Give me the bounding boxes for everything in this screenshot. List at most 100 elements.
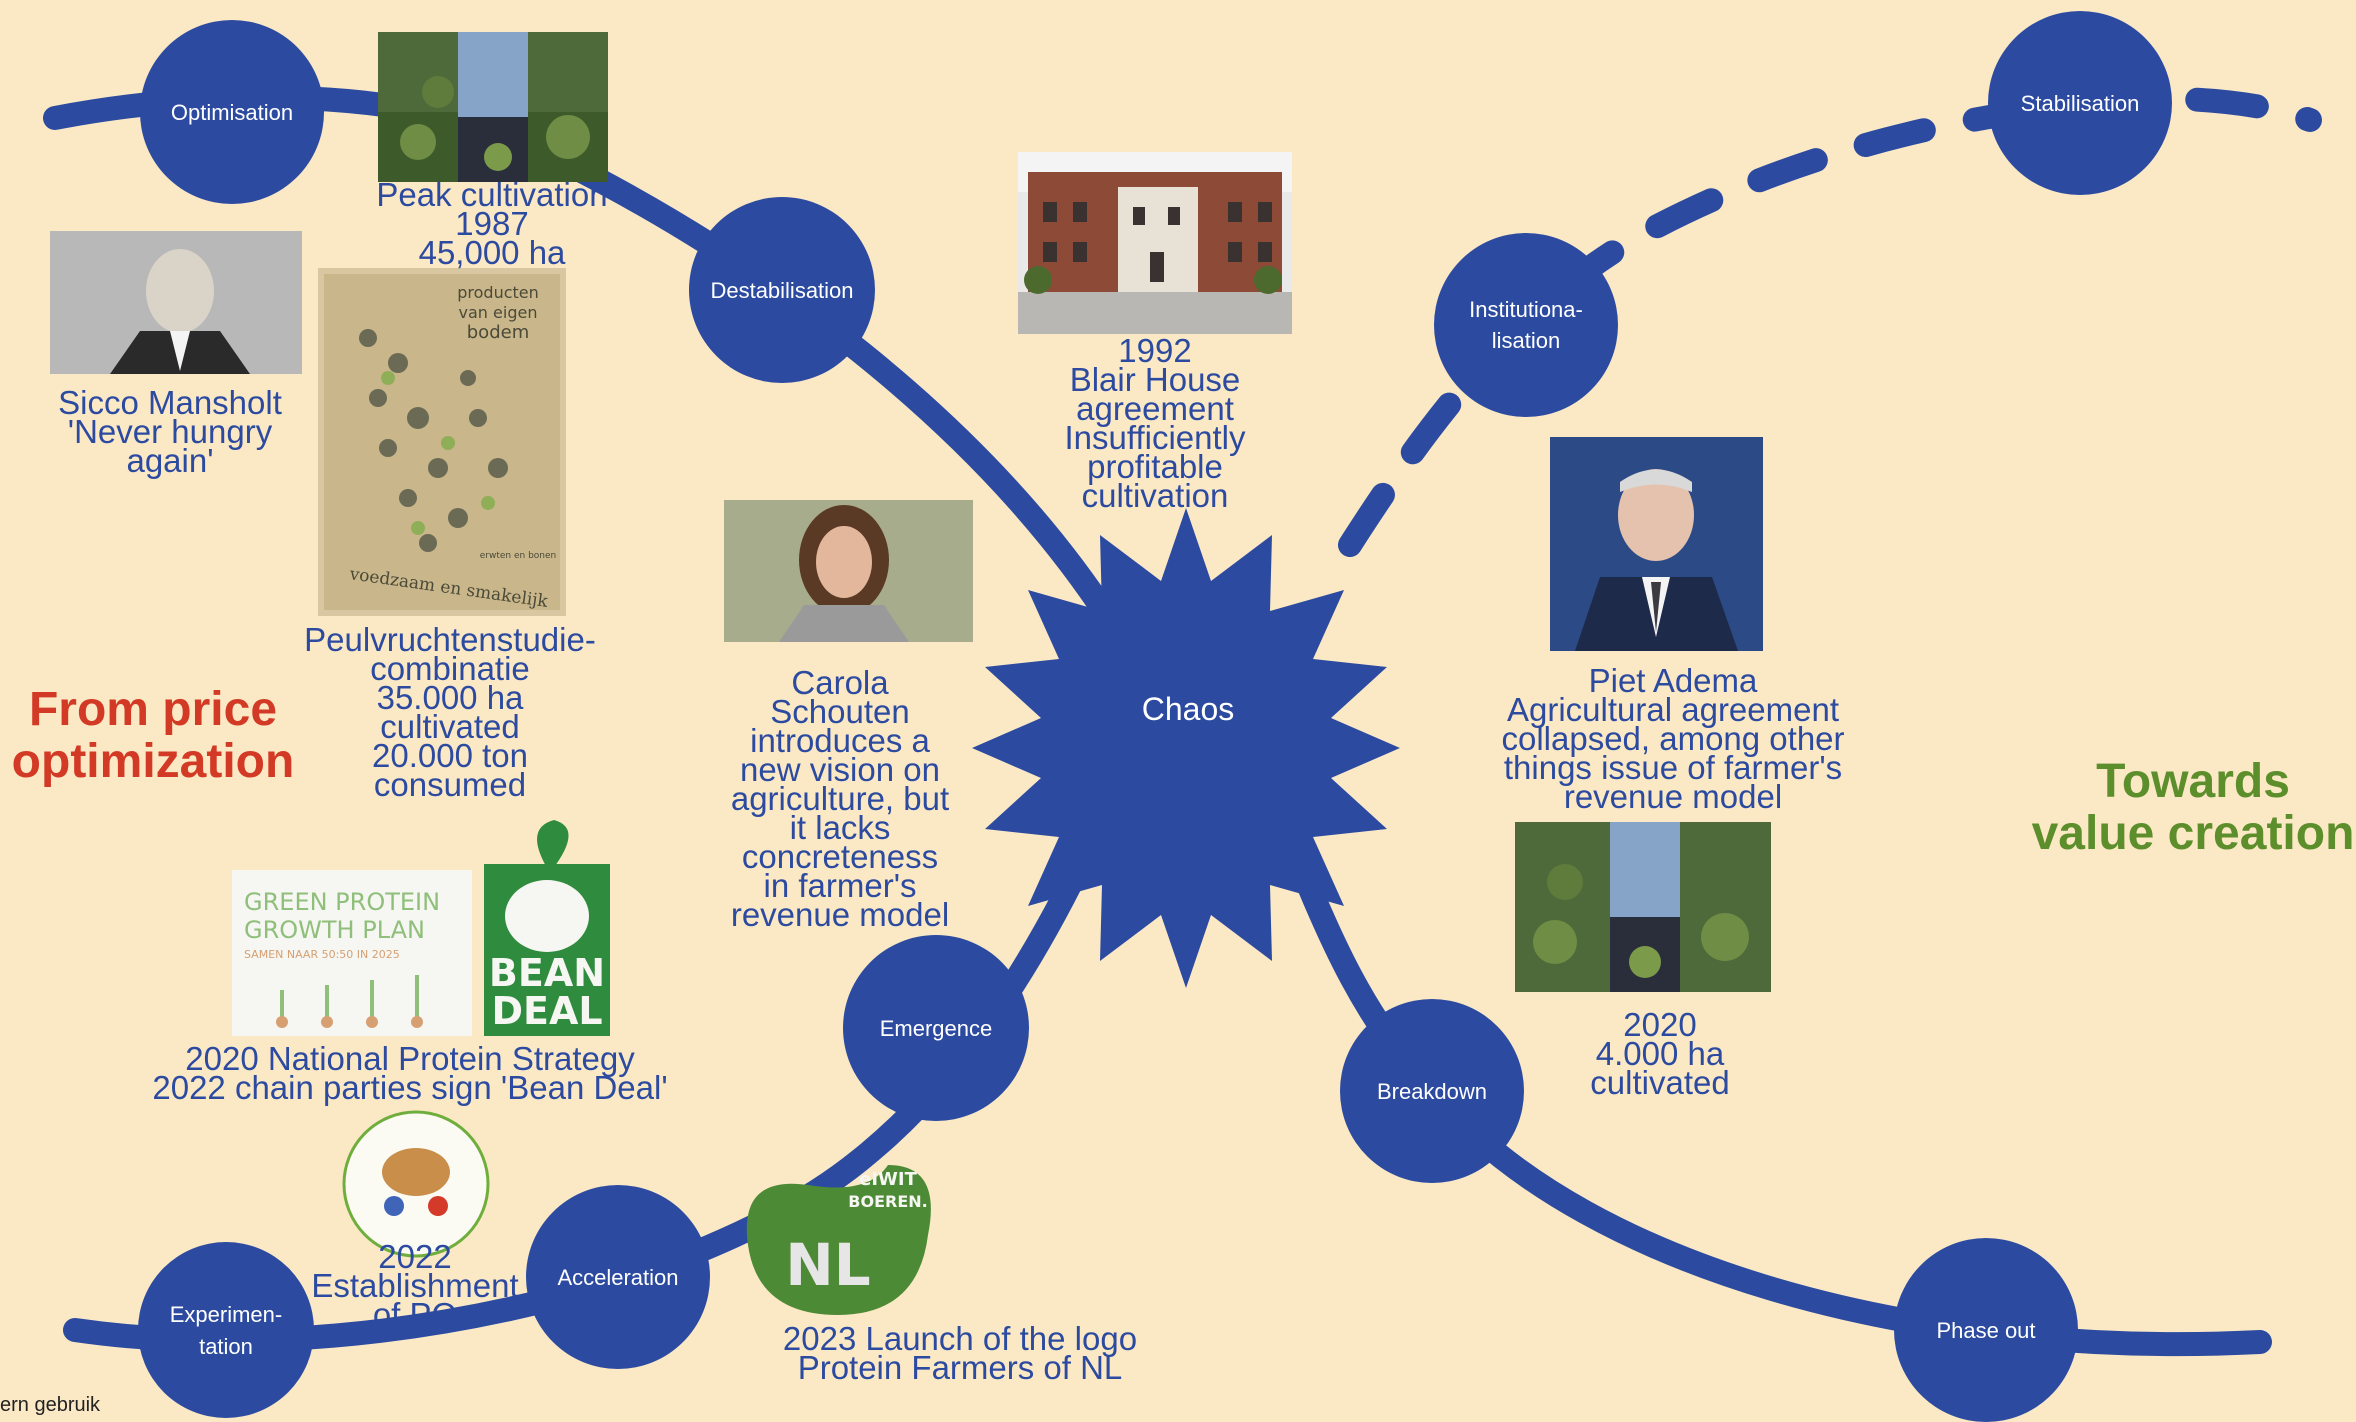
node-experimentation-label-2: tation xyxy=(199,1334,253,1359)
caption-mansholt-line: Sicco Mansholt xyxy=(58,384,282,421)
node-breakdown[interactable]: Breakdown xyxy=(1340,999,1524,1183)
carola-schouten-photo xyxy=(724,500,973,642)
node-emergence[interactable]: Emergence xyxy=(843,935,1029,1121)
node-stabilisation[interactable]: Stabilisation xyxy=(1988,11,2172,195)
caption-carola-line: concreteness xyxy=(741,838,939,875)
heading-left-line-1: From price xyxy=(28,683,278,736)
caption-logo-launch: 2023 Launch of the logo Protein Farmers … xyxy=(760,1320,1160,1386)
caption-adema-line: revenue model xyxy=(1563,778,1783,815)
caption-carola-line: revenue model xyxy=(730,896,950,933)
caption-adema-line: collapsed, among other xyxy=(1501,720,1845,757)
caption-po-line: Establishment xyxy=(311,1267,519,1304)
caption-carola-line: it lacks xyxy=(789,809,891,846)
node-stabilisation-label: Stabilisation xyxy=(2021,91,2140,116)
caption-blair-line: agreement xyxy=(1076,390,1234,427)
caption-adema-line: things issue of farmer's xyxy=(1503,749,1843,786)
heading-right-line-1: Towards xyxy=(2096,755,2290,808)
poster-title-3: bodem xyxy=(467,322,529,343)
bean-deal-line-2: DEAL xyxy=(491,989,602,1033)
caption-peulvrucht: Peulvruchtenstudie- combinatie 35.000 ha… xyxy=(290,621,610,803)
bean-deal-logo: BEAN DEAL xyxy=(484,818,610,1036)
node-institutionalisation-label-2: lisation xyxy=(1492,328,1560,353)
gp-line-3: SAMEN NAAR 50:50 IN 2025 xyxy=(244,948,400,961)
caption-po-line: 2022 xyxy=(378,1238,452,1275)
caption-peulvrucht-line: cultivated xyxy=(380,708,520,745)
caption-blair-line: cultivation xyxy=(1081,477,1229,514)
node-optimisation[interactable]: Optimisation xyxy=(140,20,324,204)
caption-carola-line: in farmer's xyxy=(763,867,917,904)
caption-carola-line: introduces a xyxy=(750,722,930,759)
chaos-starburst xyxy=(972,508,1400,988)
eiwit-boeren-nl-logo: eIWIT BOEREN. NL xyxy=(738,1155,942,1321)
node-destabilisation-label: Destabilisation xyxy=(710,278,853,303)
eiwit-line-1: eIWIT xyxy=(859,1169,917,1190)
caption-mansholt-line: 'Never hungry xyxy=(67,413,273,450)
node-institutionalisation[interactable]: Institutiona- lisation xyxy=(1434,233,1618,417)
caption-2020-line: 2020 xyxy=(1623,1006,1697,1043)
caption-carola-line: Carola xyxy=(791,664,889,701)
blair-house-photo xyxy=(1018,152,1292,334)
gp-line-2: GROWTH PLAN xyxy=(244,916,425,944)
chaos-label: Chaos xyxy=(1142,691,1235,727)
caption-protein-line: 2022 chain parties sign 'Bean Deal' xyxy=(152,1069,668,1106)
caption-mansholt: Sicco Mansholt 'Never hungry again' xyxy=(40,384,300,477)
node-acceleration-label: Acceleration xyxy=(557,1265,678,1290)
node-acceleration[interactable]: Acceleration xyxy=(526,1185,710,1369)
heading-right-line-2: value creation xyxy=(2031,807,2355,860)
node-institutionalisation-label-1: Institutiona- xyxy=(1469,297,1583,322)
node-phase-out[interactable]: Phase out xyxy=(1894,1238,2078,1422)
caption-adema-line: Agricultural agreement xyxy=(1507,691,1839,728)
piet-adema-photo xyxy=(1550,437,1763,651)
node-experimentation[interactable]: Experimen- tation xyxy=(138,1242,314,1418)
caption-peulvrucht-line: consumed xyxy=(373,766,527,803)
caption-peulvrucht-line: 35.000 ha xyxy=(376,679,524,716)
green-protein-growth-plan-logo: GREEN PROTEIN GROWTH PLAN SAMEN NAAR 50:… xyxy=(232,870,472,1036)
bean-deal-line-1: BEAN xyxy=(489,951,605,995)
farmer-photo-2020 xyxy=(1515,822,1771,992)
caption-peulvrucht-line: Peulvruchtenstudie- xyxy=(304,621,596,658)
node-destabilisation[interactable]: Destabilisation xyxy=(689,197,875,383)
caption-peulvrucht-line: combinatie xyxy=(370,650,530,687)
caption-peak-cultivation: Peak cultivation 1987 45,000 ha xyxy=(362,176,622,271)
caption-blair-line: Insufficiently xyxy=(1064,419,1246,456)
caption-logo-line: 2023 Launch of the logo xyxy=(782,1320,1138,1357)
caption-protein-line: 2020 National Protein Strategy xyxy=(185,1040,635,1077)
caption-po-line: of PO xyxy=(372,1296,458,1333)
eiwit-line-2: BOEREN. xyxy=(848,1192,927,1211)
caption-adema-line: Piet Adema xyxy=(1588,662,1758,699)
caption-2020-line: cultivated xyxy=(1590,1064,1730,1101)
caption-blair-house: 1992 Blair House agreement Insufficientl… xyxy=(1010,332,1300,514)
node-phase-out-label: Phase out xyxy=(1936,1318,2035,1343)
node-emergence-label: Emergence xyxy=(880,1016,993,1041)
eiwit-nl: NL xyxy=(785,1231,871,1299)
node-optimisation-label: Optimisation xyxy=(171,100,293,125)
caption-peulvrucht-line: 20.000 ton xyxy=(372,737,528,774)
caption-carola-line: new vision on xyxy=(740,751,940,788)
heading-left-line-2: optimization xyxy=(11,735,295,788)
peulvrucht-poster: producten van eigen bodem erwten en bone… xyxy=(318,268,566,616)
gp-line-1: GREEN PROTEIN xyxy=(244,888,440,916)
caption-blair-line: Blair House xyxy=(1069,361,1241,398)
footer-fragment: ern gebruik xyxy=(0,1394,101,1416)
caption-po: 2022 Establishment of PO xyxy=(290,1238,540,1333)
caption-peak-line: 1987 xyxy=(455,205,529,242)
caption-2020-line: 4.000 ha xyxy=(1595,1035,1725,1072)
po-logo xyxy=(342,1110,490,1258)
caption-blair-line: profitable xyxy=(1087,448,1223,485)
caption-adema: Piet Adema Agricultural agreement collap… xyxy=(1468,662,1878,815)
caption-blair-line: 1992 xyxy=(1118,332,1192,369)
caption-logo-line: Protein Farmers of NL xyxy=(797,1349,1123,1386)
institutionalisation-curve xyxy=(1338,86,2322,557)
mansholt-portrait xyxy=(50,231,302,374)
caption-protein-strategy: 2020 National Protein Strategy 2022 chai… xyxy=(130,1040,690,1106)
farmer-photo-top xyxy=(378,32,608,182)
node-experimentation-label-1: Experimen- xyxy=(170,1302,282,1327)
caption-peak-line: Peak cultivation xyxy=(376,176,608,213)
poster-small-text: erwten en bonen xyxy=(480,551,557,561)
poster-title-2: van eigen xyxy=(459,303,538,322)
caption-peak-line: 45,000 ha xyxy=(418,234,566,271)
poster-title-1: producten xyxy=(457,283,539,302)
caption-carola-line: Schouten xyxy=(770,693,910,730)
caption-carola: Carola Schouten introduces a new vision … xyxy=(700,664,980,933)
